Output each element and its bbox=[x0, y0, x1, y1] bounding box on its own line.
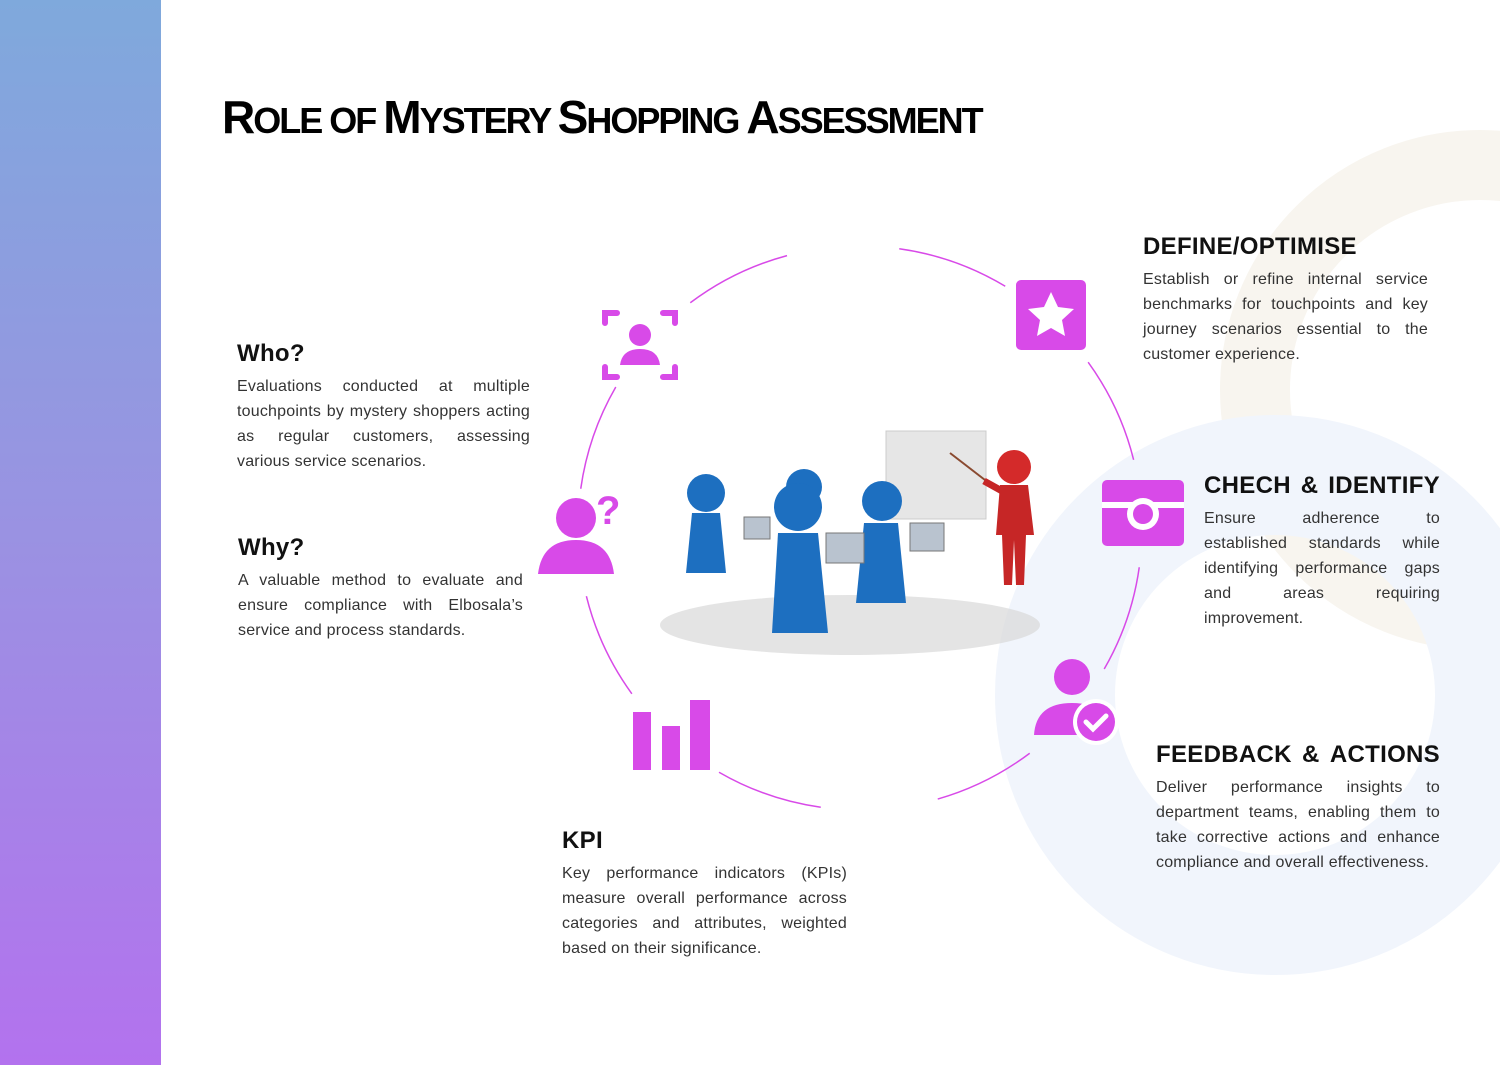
ring-arc bbox=[1087, 361, 1135, 460]
svg-text:?: ? bbox=[596, 489, 620, 533]
page-title: ROLE OF MYSTERY SHOPPING ASSESSMENT bbox=[222, 91, 984, 143]
why-heading: Why? bbox=[238, 534, 305, 561]
kpi-heading: KPI bbox=[562, 827, 603, 854]
kpi-section: KPI Key performance indicators (KPIs) me… bbox=[562, 827, 847, 961]
user-question-icon: ? bbox=[538, 489, 620, 574]
who-heading: Who? bbox=[237, 340, 305, 367]
check-heading: CHECH&IDENTIFY bbox=[1204, 472, 1440, 499]
who-body: Evaluations conducted at multiple touchp… bbox=[237, 378, 530, 470]
feedback-section: FEEDBACK&ACTIONS Deliver performance ins… bbox=[1156, 741, 1440, 875]
ring-arc bbox=[580, 386, 617, 489]
define-heading: DEFINE/OPTIMISE bbox=[1143, 233, 1357, 260]
user-focus-icon bbox=[602, 310, 678, 380]
bar-chart-icon bbox=[633, 700, 710, 770]
ring-arc bbox=[585, 596, 633, 695]
ring-arc bbox=[689, 254, 788, 304]
check-body: Ensure adherence to established standard… bbox=[1204, 510, 1440, 627]
define-section: DEFINE/OPTIMISE Establish or refine inte… bbox=[1143, 233, 1428, 367]
define-body: Establish or refine internal service ben… bbox=[1143, 271, 1428, 363]
why-body: A valuable method to evaluate and ensure… bbox=[238, 572, 523, 639]
star-icon bbox=[1016, 280, 1086, 350]
feedback-heading: FEEDBACK&ACTIONS bbox=[1156, 741, 1440, 768]
why-section: Why? A valuable method to evaluate and e… bbox=[238, 534, 523, 643]
ring-arc bbox=[718, 771, 821, 808]
gradient-sidebar bbox=[0, 0, 161, 1065]
classroom-illustration bbox=[660, 430, 1040, 655]
feedback-body: Deliver performance insights to departme… bbox=[1156, 779, 1440, 871]
check-section: CHECH&IDENTIFY Ensure adherence to estab… bbox=[1204, 472, 1440, 631]
who-section: Who? Evaluations conducted at multiple t… bbox=[237, 340, 530, 474]
ring-arc bbox=[937, 752, 1031, 800]
camera-icon bbox=[1102, 480, 1184, 546]
kpi-body: Key performance indicators (KPIs) measur… bbox=[562, 865, 847, 957]
ring-arc bbox=[1103, 567, 1141, 670]
user-check-icon bbox=[1034, 659, 1119, 745]
ring-arc bbox=[899, 248, 1006, 287]
decorative-ring bbox=[995, 415, 1500, 975]
